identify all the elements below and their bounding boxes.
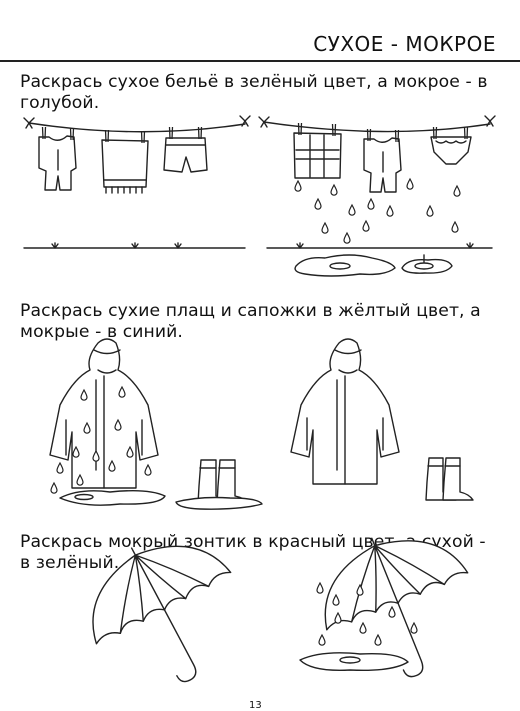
wet-raincoat-icon bbox=[50, 339, 165, 505]
dry-umbrella-icon bbox=[65, 512, 267, 711]
page-number: 13 bbox=[249, 700, 262, 711]
wet-boots-icon bbox=[176, 460, 262, 509]
title-divider bbox=[0, 60, 520, 62]
page-title: СУХОЕ - МОКРОЕ bbox=[313, 32, 496, 56]
dry-boots-icon bbox=[426, 458, 473, 500]
wet-laundry-icon bbox=[258, 115, 496, 249]
dry-laundry-icon bbox=[23, 115, 251, 249]
task-1-instruction: Раскрась сухое бельё в зелёный цвет, а м… bbox=[20, 72, 488, 113]
puddle-icon bbox=[295, 255, 452, 276]
task-3-instruction: Раскрась мокрый зонтик в красный цвет, а… bbox=[20, 532, 486, 573]
dry-raincoat-icon bbox=[291, 339, 399, 484]
wet-umbrella-icon bbox=[300, 510, 496, 700]
task-2-instruction: Раскрась сухие плащ и сапожки в жёлтый ц… bbox=[20, 301, 481, 342]
